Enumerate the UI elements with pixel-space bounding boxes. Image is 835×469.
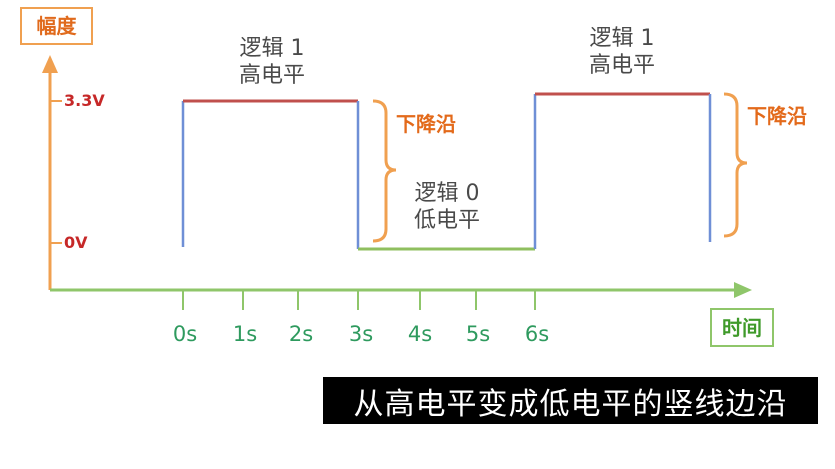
time-tick-4: 4s (407, 322, 433, 346)
falling-edge-label-2: 下降沿 (747, 104, 807, 128)
region-high1-sub: 高电平 (238, 63, 305, 88)
time-tick-2: 2s (288, 322, 314, 346)
time-tick-5: 5s (465, 322, 491, 346)
voltage-high-label: 3.3V (64, 91, 105, 110)
region-high1-title: 逻辑 1 (239, 36, 305, 61)
region-low-sub: 低电平 (413, 208, 480, 233)
amplitude-axis-label: 幅度 (20, 7, 93, 45)
time-axis-label: 时间 (710, 308, 774, 347)
region-low-title: 逻辑 0 (414, 181, 480, 206)
brace-1 (372, 99, 397, 243)
voltage-low-label: 0V (64, 233, 88, 252)
x-ticks (182, 290, 536, 310)
brace-2 (723, 92, 748, 238)
region-high2-title: 逻辑 1 (589, 26, 655, 51)
y-axis-arrow (42, 55, 58, 73)
time-tick-1: 1s (232, 322, 258, 346)
falling-edge-label-1: 下降沿 (396, 112, 456, 136)
time-tick-3: 3s (348, 322, 374, 346)
x-axis-arrow (734, 282, 752, 298)
video-subtitle: 从高电平变成低电平的竖线边沿 (323, 377, 818, 424)
region-high2-sub: 高电平 (588, 53, 655, 78)
time-tick-0: 0s (172, 322, 198, 346)
time-tick-6: 6s (524, 322, 550, 346)
